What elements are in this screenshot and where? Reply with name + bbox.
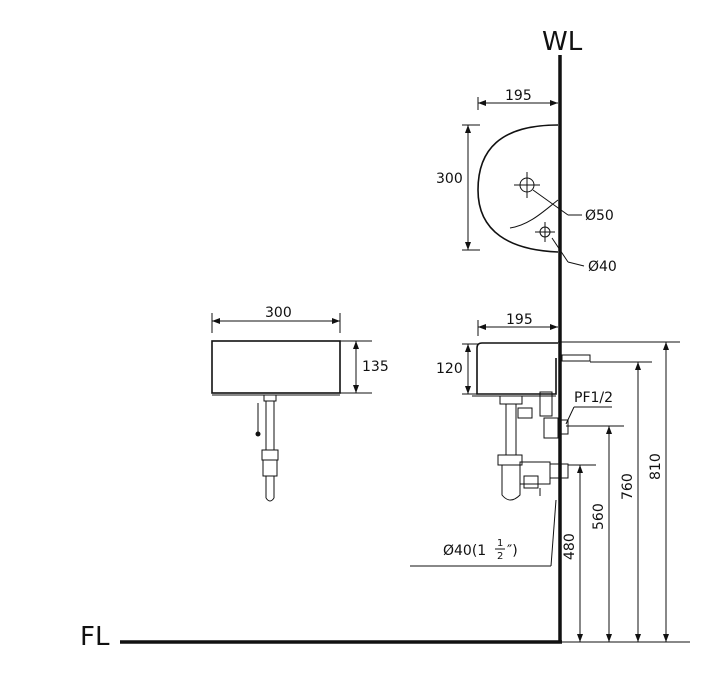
thread-label: PF1/2 xyxy=(574,390,613,406)
basin-front-body xyxy=(211,340,341,394)
basin-plan-outline xyxy=(477,124,559,253)
height-760-label: 760 xyxy=(620,473,636,500)
front-width-label: 300 xyxy=(265,305,292,321)
side-trap-icon xyxy=(497,391,569,501)
front-drain-icon xyxy=(255,394,279,502)
hole-large-label: Ø50 xyxy=(585,208,614,224)
front-view: 300 135 xyxy=(211,305,389,502)
hole-small-label: Ø40 xyxy=(588,259,617,275)
basin-plan-inner xyxy=(509,199,559,229)
wall-label: WL xyxy=(542,27,583,57)
wall-bracket xyxy=(561,354,591,362)
height-480-label: 480 xyxy=(562,533,578,560)
drain-label: Ø40(1 xyxy=(443,543,486,559)
top-width-label: 300 xyxy=(436,171,463,187)
floor-label: FL xyxy=(80,622,110,652)
front-height-label: 135 xyxy=(362,359,389,375)
basin-side-body xyxy=(476,342,558,395)
drain-tail: ″) xyxy=(507,543,518,559)
drain-fraction-top: 1 xyxy=(497,538,503,549)
height-560-label: 560 xyxy=(591,503,607,530)
height-810-label: 810 xyxy=(648,453,664,480)
top-view: Ø50 Ø40 195 300 xyxy=(436,88,617,275)
side-height-label: 120 xyxy=(436,361,463,377)
side-depth-label: 195 xyxy=(506,312,533,328)
drain-fraction-bottom: 2 xyxy=(497,551,503,562)
side-view: 195 120 PF1/2 Ø40(1 1 2 ″) 810 760 xyxy=(410,312,680,642)
hole-small-icon xyxy=(535,222,555,242)
top-depth-label: 195 xyxy=(505,88,532,104)
hole-large-icon xyxy=(514,172,540,198)
